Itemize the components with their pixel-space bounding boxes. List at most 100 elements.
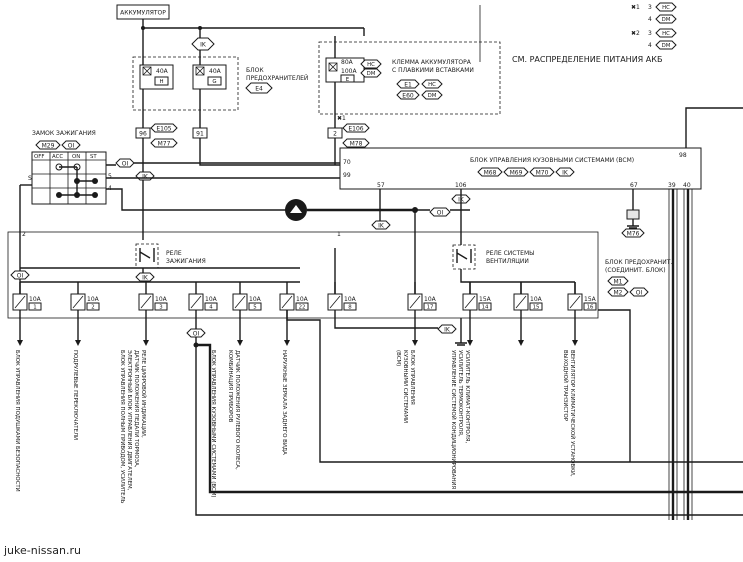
svg-text:E105: E105 xyxy=(156,126,171,133)
fuse-rating: 10A xyxy=(205,296,218,303)
load-label: ДАТЧИК ПОЛОЖЕНИЯ РУЛЕВОГО КОЛЕСА, xyxy=(234,350,240,470)
dm-tag: DM xyxy=(360,68,382,78)
svg-text:91: 91 xyxy=(196,131,204,138)
load-label: БЛОК УПРАВЛЕНИЯ ПОДУШКАМИ БЕЗОПАСНОСТИ xyxy=(14,350,20,492)
ign-col-st: ST xyxy=(90,154,97,160)
svg-text:✖2: ✖2 xyxy=(631,30,640,37)
svg-text:IK: IK xyxy=(200,42,207,49)
svg-text:4: 4 xyxy=(648,42,652,49)
svg-text:96: 96 xyxy=(139,131,147,138)
svg-text:E: E xyxy=(346,77,350,83)
bcm-connectors: M68 M69 M70 IK xyxy=(477,167,575,177)
oi-tag-left: OI xyxy=(10,270,30,280)
load-label: БЛОК УПРАВЛЕНИЯ КУЗОВНЫМИ СИСТЕМАМИ (BCM… xyxy=(210,350,216,497)
oi-tag-low: OI xyxy=(186,328,206,338)
ign-relay-contacts xyxy=(139,248,155,262)
fuse-row: 10A110A210A310A410A510A2210A810A1715A141… xyxy=(12,282,597,311)
svg-text:3: 3 xyxy=(648,30,652,37)
fuse-number: 1 xyxy=(33,305,36,311)
svg-text:IK: IK xyxy=(444,327,451,334)
ik-tag-ign: IK xyxy=(135,171,155,181)
splice-marker xyxy=(285,199,307,221)
svg-text:H: H xyxy=(159,79,163,85)
fuse-rating: 10A xyxy=(29,296,42,303)
joint-pin-1: 1 xyxy=(337,231,341,238)
load-label: ДАТЧИК ПОЛОЖЕНИЯ ПЕДАЛИ ТОРМОЗА, xyxy=(133,350,139,468)
bcm-title: БЛОК УПРАВЛЕНИЯ КУЗОВНЫМИ СИСТЕМАМИ (BCM… xyxy=(470,157,634,164)
vent-relay-label-2: ВЕНТИЛЯЦИИ xyxy=(486,258,529,265)
pin-40: 40 xyxy=(683,182,691,189)
fuse-rating: 10A xyxy=(249,296,262,303)
ik-tag-relay: IK xyxy=(135,272,155,282)
svg-text:OI: OI xyxy=(437,210,444,217)
ground-2 xyxy=(455,318,467,346)
ground-block xyxy=(626,209,640,220)
svg-text:IK: IK xyxy=(562,170,569,177)
load-label: ВЕНТИЛЯТОР КЛИМАТИЧЕСКОЙ УСТАНОВКИ, xyxy=(569,350,576,477)
joint-title: БЛОК ПРЕДОХРАНИТ. xyxy=(605,259,672,266)
ign-pin-5: 5 xyxy=(108,173,112,180)
right-run-2 xyxy=(598,309,631,462)
legend: ✖1 3 HC 4 DM ✖2 3 HC 4 DM xyxy=(631,2,677,50)
ground-symbol xyxy=(627,219,639,231)
right-run xyxy=(286,310,743,463)
terminal-conn-e60: E60 DM xyxy=(396,90,443,100)
fuse-number: 4 xyxy=(209,305,213,311)
terminal-star: ✖1 xyxy=(337,115,346,122)
fuse-rating: 15A xyxy=(479,296,492,303)
bcm-98-wire xyxy=(685,107,743,148)
svg-text:OI: OI xyxy=(17,273,24,280)
out-4 xyxy=(195,310,197,345)
vent-relay-frame xyxy=(452,244,476,270)
watermark: juke-nissan.ru xyxy=(4,544,81,557)
svg-text:IK: IK xyxy=(142,275,149,282)
load-label: КУЗОВНЫМИ СИСТЕМАМИ xyxy=(402,350,408,423)
svg-text:IK: IK xyxy=(142,174,149,181)
can-lines xyxy=(671,189,690,520)
svg-text:G: G xyxy=(212,79,216,85)
svg-text:DM: DM xyxy=(428,93,437,99)
fuse-number: 17 xyxy=(427,305,434,311)
svg-text:HC: HC xyxy=(662,31,670,37)
svg-text:M77: M77 xyxy=(158,141,171,148)
joint-pin-2: 2 xyxy=(22,231,26,238)
ign-terminal-s: S xyxy=(28,175,32,182)
ik-tag-57: IK xyxy=(371,220,391,230)
fuse-40a-g: 40A G xyxy=(192,64,227,90)
connector-e106: 2 E106 M78 xyxy=(327,123,370,148)
fuse-number: 14 xyxy=(482,305,489,311)
ignition-wires xyxy=(19,162,340,240)
battery-label: АККУМУЛЯТОР xyxy=(120,10,166,17)
pin-99: 99 xyxy=(343,172,351,179)
svg-text:40A: 40A xyxy=(156,68,169,75)
svg-text:100A: 100A xyxy=(341,68,357,75)
bcm-down-wires xyxy=(379,189,462,245)
svg-text:M2: M2 xyxy=(614,290,623,297)
ik-tag-lower: IK xyxy=(437,324,457,334)
svg-text:HC: HC xyxy=(428,82,436,88)
svg-text:M76: M76 xyxy=(627,231,640,238)
junction xyxy=(193,342,199,348)
ign-relay-label-2: ЗАЖИГАНИЯ xyxy=(166,258,206,265)
fuse-number: 5 xyxy=(253,305,256,311)
joint-block-frame xyxy=(7,231,599,319)
fuse-block-connector: E4 xyxy=(245,82,273,94)
svg-text:E60: E60 xyxy=(402,93,414,100)
fuse-rating: 10A xyxy=(344,296,357,303)
svg-text:IK: IK xyxy=(378,223,385,230)
load-label: УСИЛИТЕЛЬ ТЕРМОКОНТРОЛЯ, xyxy=(457,350,463,437)
load-label: БЛОК УПРАВЛЕНИЯ ПОЛНЫМ ПРИВОДОМ, УСИЛИТЕ… xyxy=(119,350,125,504)
out-4b xyxy=(195,345,743,516)
vent-relay-label: РЕЛЕ СИСТЕМЫ xyxy=(486,250,534,257)
pin-57: 57 xyxy=(377,182,385,189)
load-label: НАРУЖНЫЕ ЗЕРКАЛА ЗАДНЕГО ВИДА xyxy=(281,350,287,455)
svg-text:80A: 80A xyxy=(341,59,354,66)
svg-text:HC: HC xyxy=(367,62,375,68)
fuse-number: 8 xyxy=(348,305,352,311)
svg-text:M1: M1 xyxy=(614,279,623,286)
terminal-conn-e1: E1 HC xyxy=(396,79,443,89)
out-4-bus xyxy=(196,343,743,494)
